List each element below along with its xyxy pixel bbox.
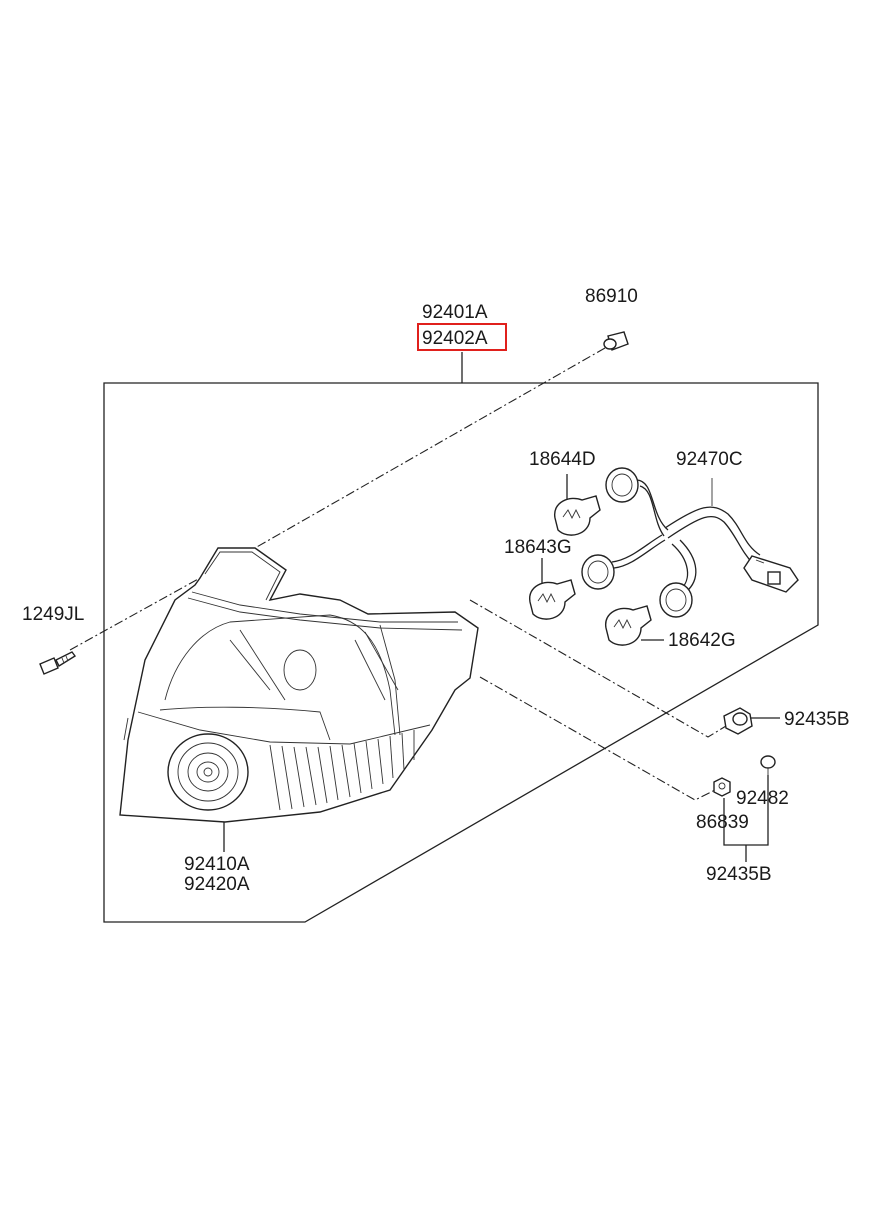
leader-86839 (479, 676, 716, 801)
grommet-icon (723, 707, 753, 735)
bulb-icon-18643G (529, 579, 576, 620)
bulb-icon-18644D (554, 495, 601, 536)
leader-92435B-grommet (469, 599, 727, 738)
round-reflector (167, 733, 249, 811)
bulb-icon-18642G (605, 605, 652, 646)
label-92470C: 92470C (676, 449, 743, 470)
leader-86910 (254, 347, 606, 549)
tail-lamp-assembly (119, 547, 479, 823)
lens-ribs (269, 730, 415, 811)
label-92420A: 92420A (184, 874, 250, 895)
wiring-harness (611, 478, 799, 593)
highlight-box-92402A (417, 323, 507, 351)
socket-upper (605, 467, 639, 503)
label-18642G: 18642G (668, 630, 736, 651)
label-92402A: 92402A (422, 328, 488, 349)
socket-lower (659, 582, 693, 618)
label-18643G: 18643G (504, 537, 572, 558)
label-92435B-b: 92435B (706, 864, 772, 885)
bolt-icon (760, 755, 776, 778)
assembly-frame (103, 382, 819, 923)
nut-icon (713, 777, 731, 797)
label-92410A: 92410A (184, 854, 250, 875)
leader-1249JL (69, 577, 201, 651)
socket-middle (581, 554, 615, 590)
screw-icon (39, 651, 77, 675)
clip-icon (603, 331, 629, 351)
label-92401A: 92401A (422, 302, 488, 323)
label-1249JL: 1249JL (22, 604, 84, 625)
label-92482: 92482 (736, 788, 789, 809)
label-92435B-a: 92435B (784, 709, 850, 730)
label-86839: 86839 (696, 812, 749, 833)
label-18644D: 18644D (529, 449, 596, 470)
label-86910: 86910 (585, 286, 638, 307)
connector-icon (743, 555, 799, 593)
